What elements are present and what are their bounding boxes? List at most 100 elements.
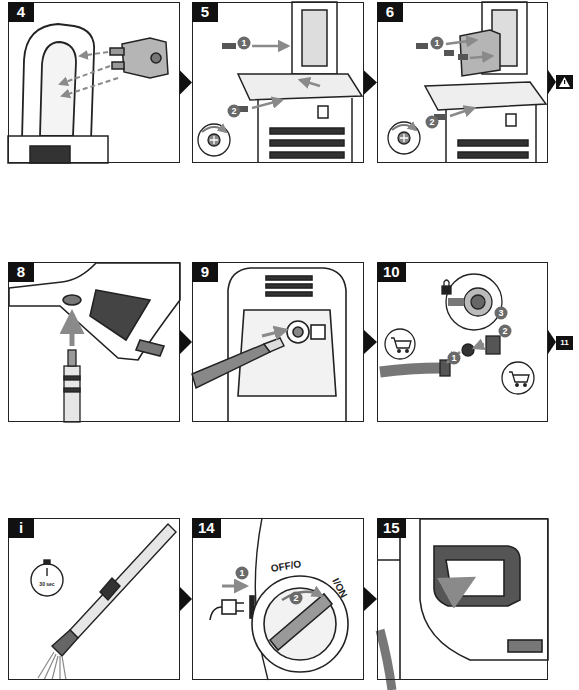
hose-holder-part bbox=[122, 38, 168, 78]
machine-front bbox=[293, 327, 303, 337]
cart-icon bbox=[398, 350, 401, 353]
step-number: 8 bbox=[8, 262, 34, 282]
cart-icon bbox=[391, 338, 411, 348]
insert-arrow bbox=[300, 80, 320, 86]
next-step-arrow bbox=[364, 330, 377, 354]
screwdriver-inset bbox=[210, 136, 218, 144]
warning-tab bbox=[559, 77, 570, 87]
screwdriver-inset bbox=[398, 132, 410, 144]
insert-arrow bbox=[252, 45, 288, 48]
spray-gun bbox=[508, 640, 542, 652]
next-step-arrow bbox=[364, 71, 377, 95]
step-panel: 15 bbox=[377, 518, 548, 680]
stopwatch bbox=[46, 568, 47, 576]
hose bbox=[192, 344, 270, 388]
screwdriver-inset bbox=[388, 122, 420, 154]
cart-icon bbox=[516, 384, 519, 387]
water-jet bbox=[38, 652, 54, 678]
lock-inset bbox=[442, 274, 502, 330]
screwdriver-inset bbox=[392, 125, 416, 130]
machine-base bbox=[8, 136, 108, 163]
lock-inset bbox=[471, 295, 485, 309]
cart-icon bbox=[509, 372, 529, 382]
step-panel: 10 bbox=[377, 262, 548, 422]
insert-arrow bbox=[474, 344, 484, 348]
cart-icon bbox=[406, 350, 409, 353]
insert-arrow bbox=[70, 314, 75, 346]
screw bbox=[416, 43, 468, 120]
machine-base bbox=[8, 136, 108, 163]
machine-frame bbox=[238, 2, 362, 163]
insert-arrow bbox=[252, 46, 320, 108]
spray-gun bbox=[378, 519, 548, 680]
step-panel: 9 bbox=[192, 262, 364, 422]
handle-frame bbox=[22, 24, 94, 140]
switch-dial bbox=[252, 576, 348, 672]
screwdriver-inset bbox=[198, 124, 230, 156]
switch-dial bbox=[270, 594, 332, 650]
hose-holder-part bbox=[112, 62, 124, 69]
machine-frame bbox=[238, 74, 362, 100]
spray-gun bbox=[136, 340, 164, 356]
machine-front bbox=[287, 321, 309, 343]
stopwatch bbox=[31, 560, 63, 596]
step-panel: 6 bbox=[377, 2, 548, 163]
spray-gun bbox=[9, 263, 180, 360]
insert-arrow bbox=[62, 78, 118, 96]
machine-front bbox=[228, 268, 346, 422]
switch-dial bbox=[252, 576, 348, 672]
insert-arrow bbox=[450, 108, 474, 116]
machine-front bbox=[266, 276, 312, 280]
water-jet bbox=[38, 652, 66, 680]
machine-base bbox=[30, 146, 70, 163]
warning-tab bbox=[556, 75, 573, 89]
machine-frame bbox=[460, 30, 500, 76]
water-jet bbox=[52, 656, 58, 680]
spray-gun bbox=[434, 546, 520, 606]
handle-frame bbox=[22, 24, 94, 140]
screwdriver-inset bbox=[198, 124, 230, 156]
machine-frame bbox=[446, 104, 536, 163]
plug-icon bbox=[236, 603, 244, 611]
stopwatch bbox=[44, 560, 50, 564]
stopwatch bbox=[31, 564, 63, 596]
warning-tab bbox=[548, 70, 573, 94]
callout-number: 1 bbox=[236, 567, 249, 580]
next-step-arrow bbox=[180, 587, 192, 611]
garden-hose bbox=[380, 368, 440, 372]
machine-front bbox=[228, 268, 346, 422]
cart-icon bbox=[524, 384, 527, 387]
screw bbox=[222, 43, 248, 112]
plug-icon bbox=[210, 607, 222, 620]
screwdriver-inset bbox=[202, 127, 226, 132]
step-panel: i bbox=[8, 518, 180, 680]
lance bbox=[70, 524, 176, 638]
machine-front bbox=[266, 292, 312, 296]
plug-icon bbox=[222, 600, 236, 614]
step-panel: 5 bbox=[192, 2, 364, 163]
step-number: 5 bbox=[192, 2, 218, 22]
lance bbox=[64, 350, 80, 422]
hose bbox=[192, 338, 284, 388]
insert-arrow bbox=[446, 40, 492, 116]
machine-frame bbox=[270, 140, 344, 146]
insert-arrow bbox=[252, 100, 282, 108]
handle-frame bbox=[40, 42, 76, 136]
next-step-arrow bbox=[180, 330, 192, 354]
machine-frame bbox=[258, 98, 352, 163]
next-step-arrow bbox=[548, 330, 556, 354]
water-jet bbox=[62, 656, 66, 680]
lock-inset bbox=[444, 280, 449, 286]
lock-inset bbox=[448, 298, 464, 306]
hose-holder-part bbox=[110, 38, 168, 78]
lance bbox=[64, 366, 80, 422]
step-number: 15 bbox=[377, 518, 406, 538]
water-jet bbox=[59, 656, 60, 680]
machine-front bbox=[266, 284, 312, 288]
callout-number: 1 bbox=[448, 352, 461, 365]
lance bbox=[52, 524, 176, 656]
switch-label: OFF/O bbox=[270, 558, 302, 574]
step-panel: 8 bbox=[8, 262, 180, 422]
insert-arrow bbox=[60, 66, 110, 84]
